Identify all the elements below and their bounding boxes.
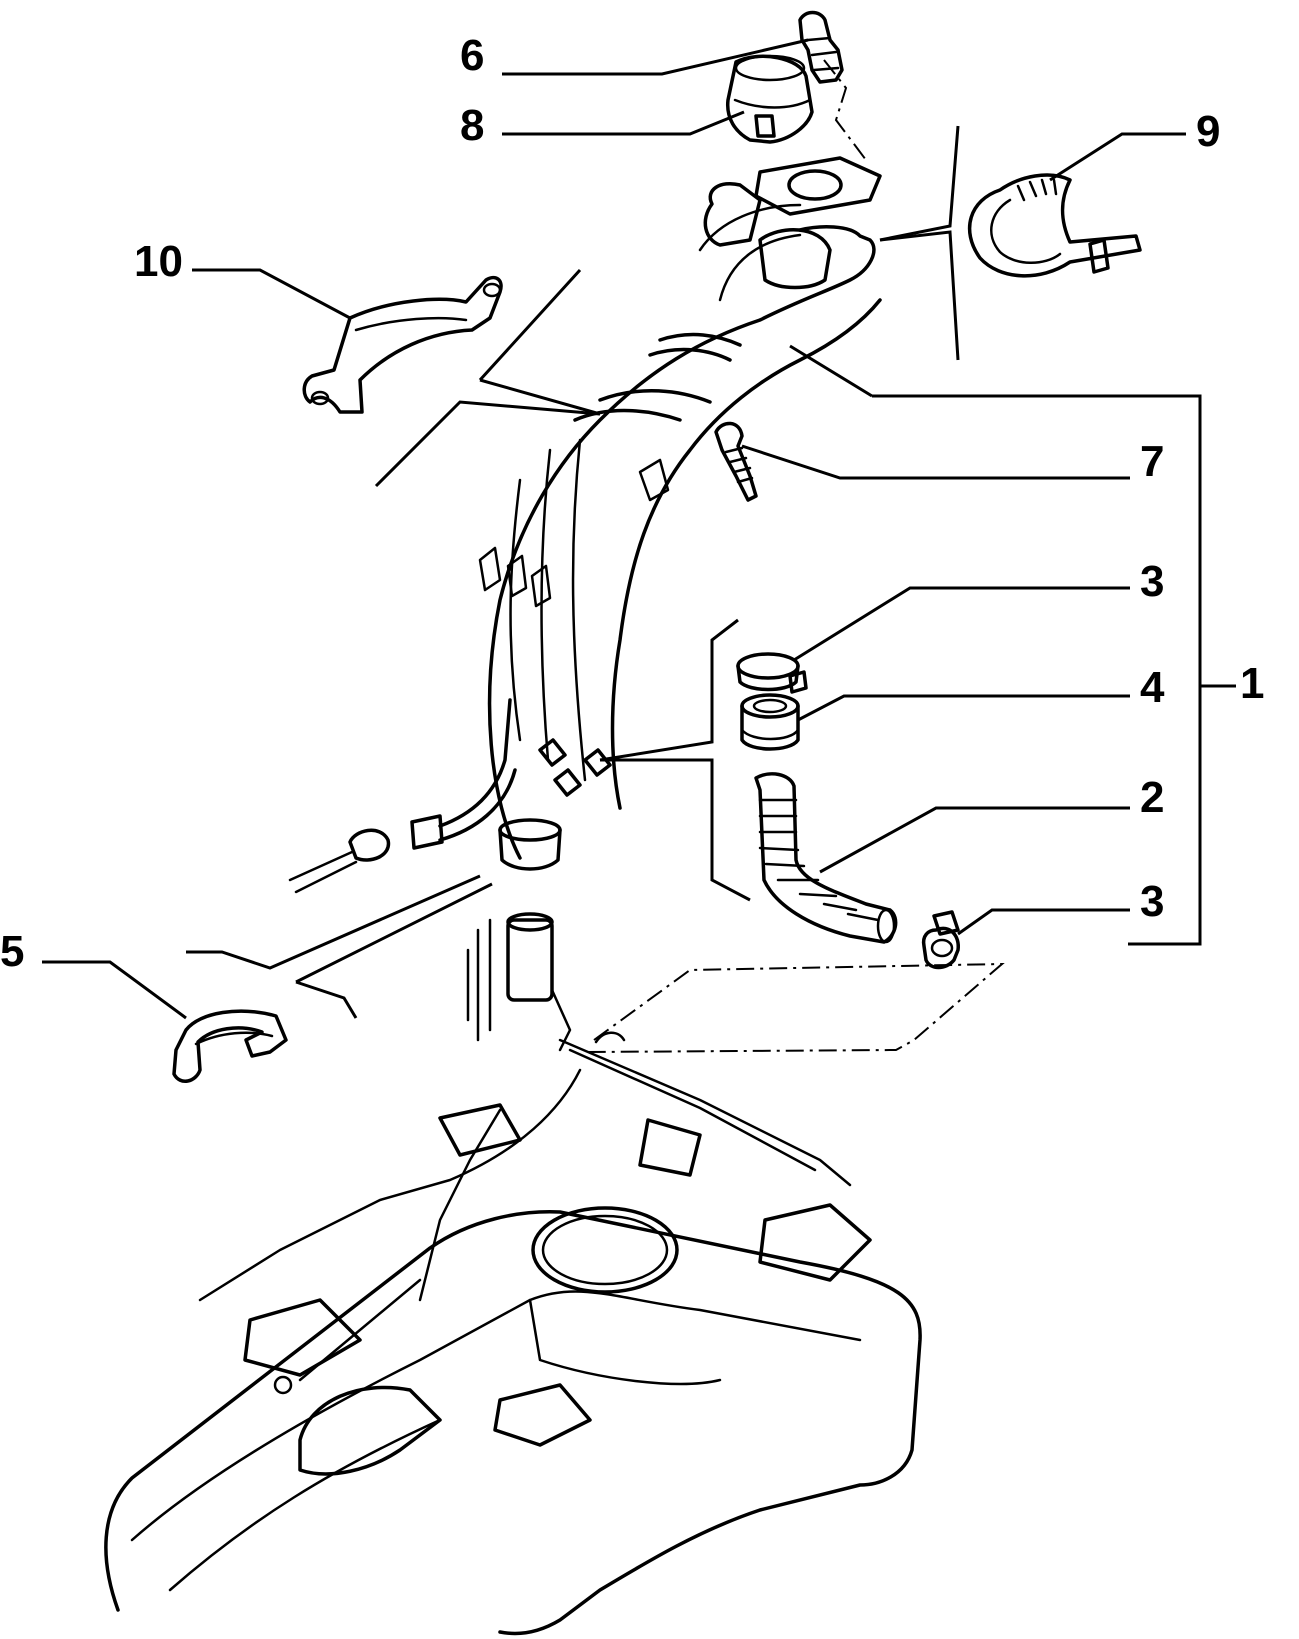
leader-lines xyxy=(42,38,1236,1053)
part-6-fitting xyxy=(798,10,844,84)
callout-5: 5 xyxy=(0,927,24,976)
part-9-cable-tie xyxy=(968,173,1142,278)
fuel-tank xyxy=(104,912,922,1636)
callout-9: 9 xyxy=(1196,107,1220,156)
callout-labels: 6 8 9 10 7 3 1 4 2 3 5 xyxy=(0,31,1264,976)
part-2-hose xyxy=(754,772,898,944)
callout-1: 1 xyxy=(1240,659,1264,708)
callout-4: 4 xyxy=(1140,663,1165,712)
filler-neck-assembly xyxy=(288,156,882,894)
callout-10: 10 xyxy=(134,237,183,286)
part-7-screw xyxy=(714,421,758,502)
part-8-cap xyxy=(726,54,814,144)
callout-2: 2 xyxy=(1140,773,1164,822)
part-3-clamp-upper xyxy=(736,652,808,694)
callout-7: 7 xyxy=(1140,437,1164,486)
part-10-bracket xyxy=(302,275,503,414)
part-3-clamp-lower xyxy=(921,910,960,970)
part-4-grommet xyxy=(740,693,800,751)
callout-3-upper: 3 xyxy=(1140,557,1164,606)
callout-6: 6 xyxy=(460,31,484,80)
callout-3-lower: 3 xyxy=(1140,877,1164,926)
part-5-clip xyxy=(172,1009,288,1083)
callout-8: 8 xyxy=(460,101,484,150)
